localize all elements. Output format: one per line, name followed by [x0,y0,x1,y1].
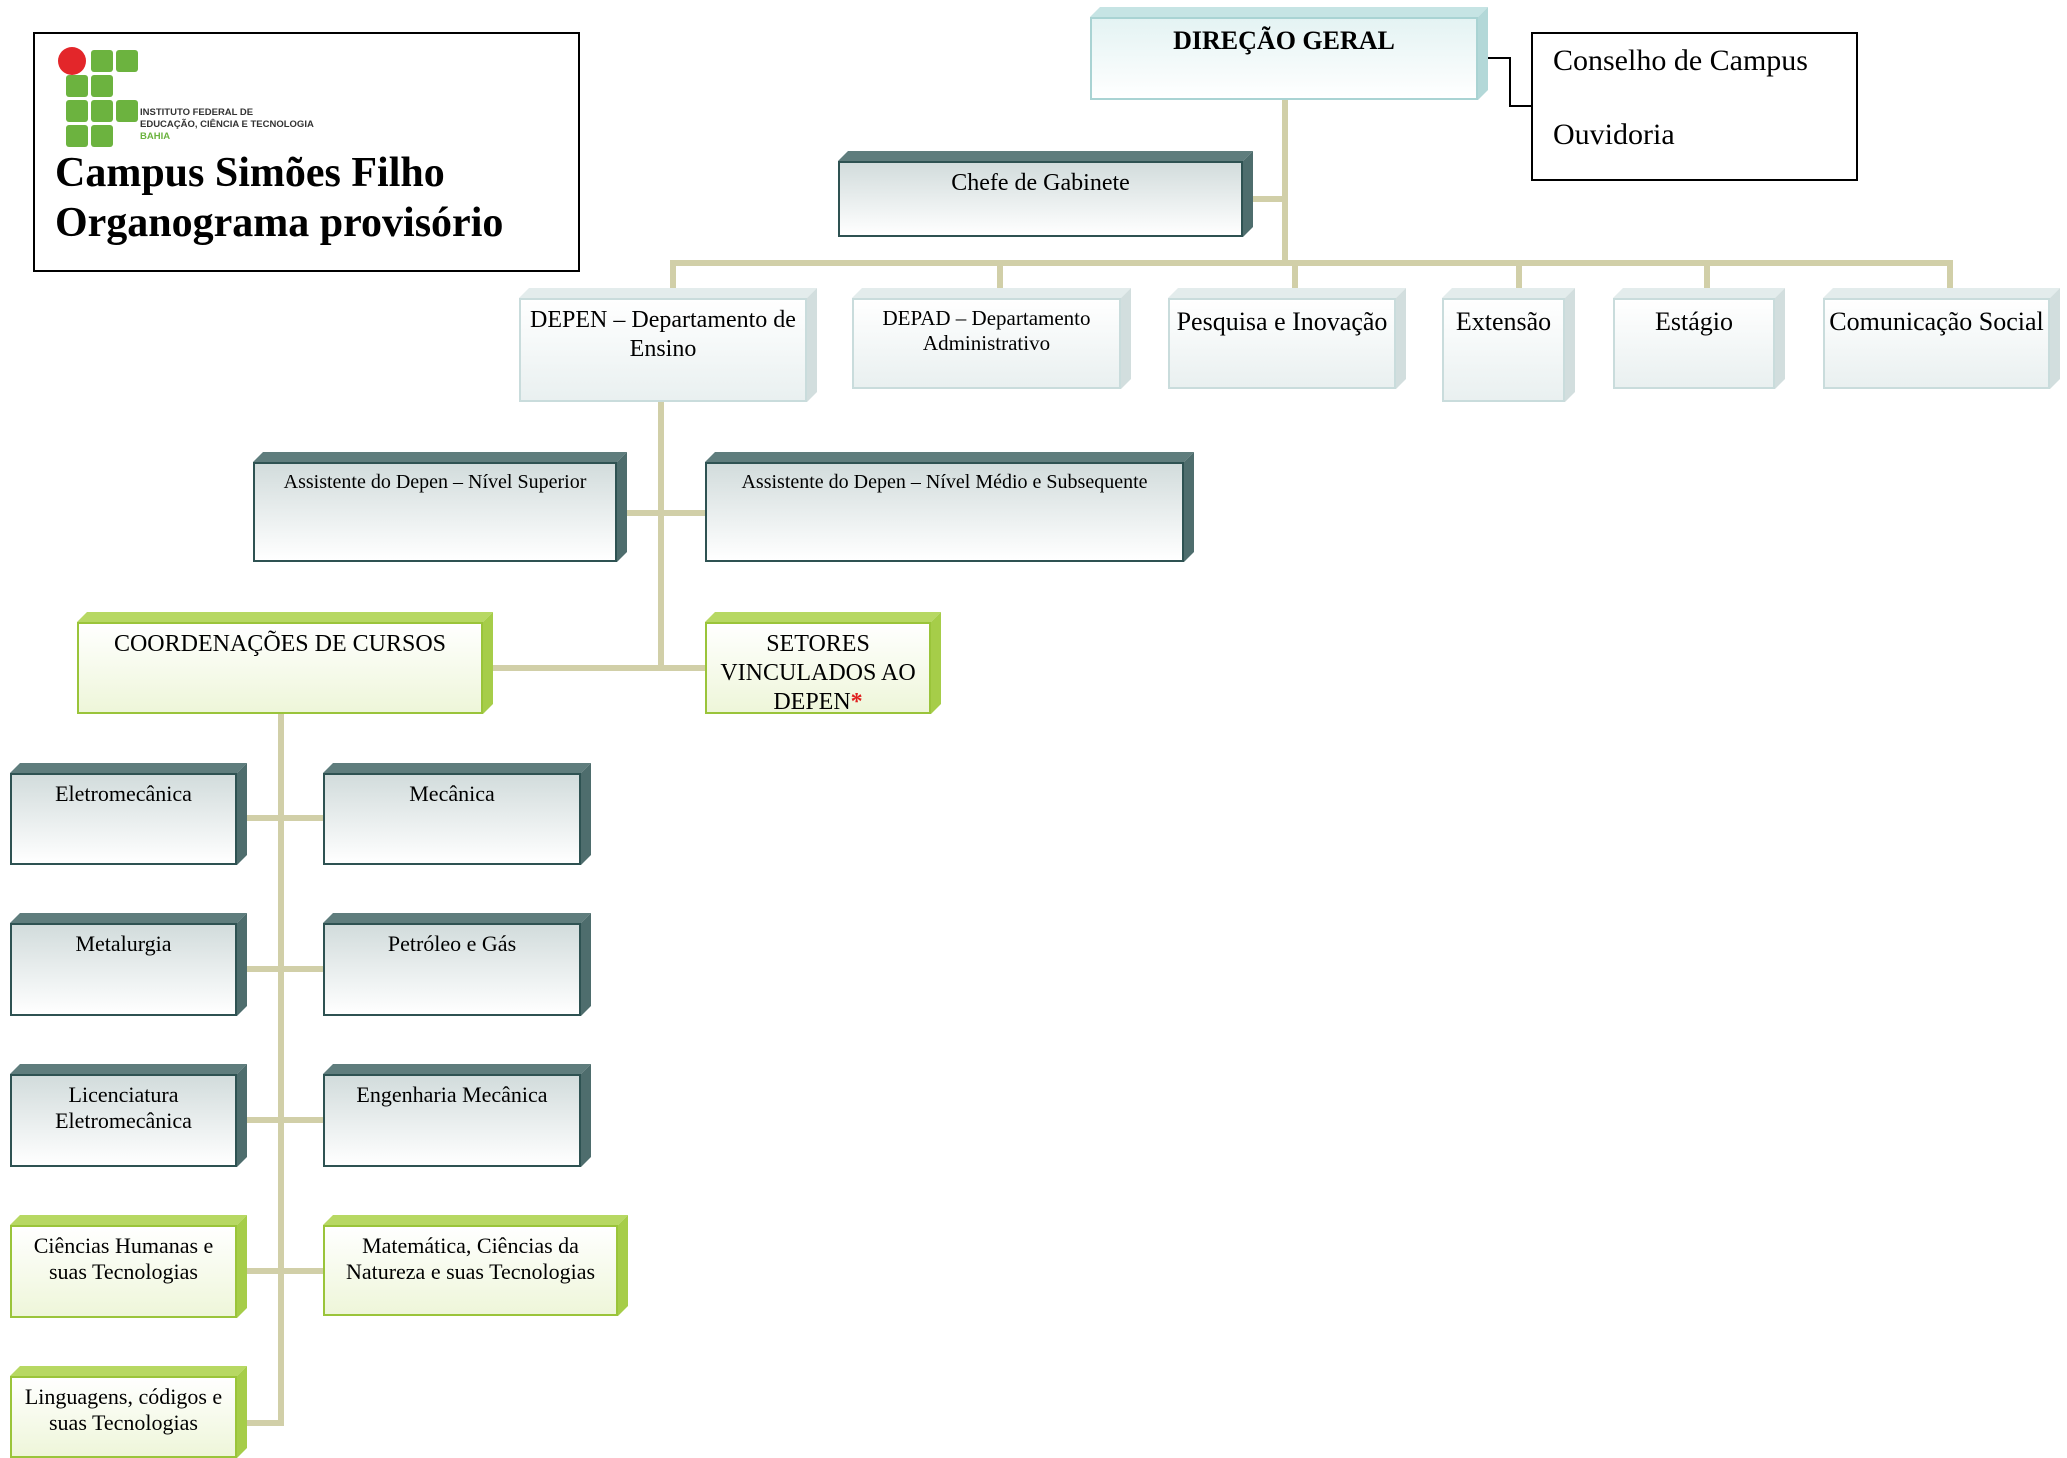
node-label: SETORES VINCULADOS AO DEPEN* [705,622,931,715]
node-chefe-gabinete: Chefe de Gabinete [838,151,1253,237]
node-pesquisa: Pesquisa e Inovação [1168,288,1406,389]
institute-name: INSTITUTO FEDERAL DE EDUCAÇÃO, CIÊNCIA E… [140,107,314,143]
node-label: Matemática, Ciências da Natureza e suas … [323,1225,618,1316]
node-extensao: Extensão [1442,288,1575,402]
node-label: Assistente do Depen – Nível Superior [253,462,617,562]
node-coordenacoes: COORDENAÇÕES DE CURSOS [77,612,493,714]
campus-name: Campus Simões Filho [55,150,445,196]
node-licenciatura: Licenciatura Eletromecânica [10,1064,247,1167]
node-label: COORDENAÇÕES DE CURSOS [77,622,483,714]
node-label: DEPEN – Departamento de Ensino [519,298,807,402]
institute-state: BAHIA [140,131,171,142]
node-linguagens: Linguagens, códigos e suas Tecnologias [10,1366,247,1458]
node-comunicacao: Comunicação Social [1823,288,2060,389]
node-label: DIREÇÃO GERAL [1090,17,1478,100]
council-box: Conselho de Campus Ouvidoria [1531,32,1858,181]
node-label: Metalurgia [10,923,237,1016]
node-mecanica: Mecânica [323,763,591,865]
council-connector [1478,57,1531,107]
node-assistente-medio: Assistente do Depen – Nível Médio e Subs… [705,452,1194,562]
node-label: Extensão [1442,298,1565,402]
institute-line: EDUCAÇÃO, CIÊNCIA E TECNOLOGIA [140,119,314,130]
chart-subtitle: Organograma provisório [55,200,504,246]
page-title: Campus Simões Filho Organograma provisór… [55,148,503,248]
node-label: Estágio [1613,298,1775,389]
node-metalurgia: Metalurgia [10,913,247,1016]
node-matematica: Matemática, Ciências da Natureza e suas … [323,1215,628,1316]
node-label: Assistente do Depen – Nível Médio e Subs… [705,462,1184,562]
node-ciencias-humanas: Ciências Humanas e suas Tecnologias [10,1215,247,1318]
node-label: Eletromecânica [10,773,237,865]
node-label: Mecânica [323,773,581,865]
node-depen: DEPEN – Departamento de Ensino [519,288,817,402]
node-label: Ciências Humanas e suas Tecnologias [10,1225,237,1318]
node-setores: SETORES VINCULADOS AO DEPEN* [705,612,941,715]
title-block: INSTITUTO FEDERAL DE EDUCAÇÃO, CIÊNCIA E… [33,32,580,272]
ouvidoria-label: Ouvidoria [1553,118,1675,151]
node-petroleo: Petróleo e Gás [323,913,591,1016]
node-engenharia: Engenharia Mecânica [323,1064,591,1167]
institute-line: INSTITUTO FEDERAL DE [140,107,254,118]
node-label: Chefe de Gabinete [838,161,1243,237]
node-estagio: Estágio [1613,288,1785,389]
conselho-label: Conselho de Campus [1553,44,1808,77]
node-depad: DEPAD – Departamento Administrativo [852,288,1131,389]
node-label: Linguagens, códigos e suas Tecnologias [10,1376,237,1458]
node-eletromecanica: Eletromecânica [10,763,247,865]
node-label: Comunicação Social [1823,298,2050,389]
node-label: DEPAD – Departamento Administrativo [852,298,1121,389]
node-label: Pesquisa e Inovação [1168,298,1396,389]
node-label: Engenharia Mecânica [323,1074,581,1167]
footnote-asterisk: * [850,688,863,715]
setores-text: SETORES VINCULADOS AO DEPEN [720,631,916,715]
node-assistente-superior: Assistente do Depen – Nível Superior [253,452,627,562]
node-label: Petróleo e Gás [323,923,581,1016]
node-direcao-geral: DIREÇÃO GERAL [1090,7,1488,100]
node-label: Licenciatura Eletromecânica [10,1074,237,1167]
